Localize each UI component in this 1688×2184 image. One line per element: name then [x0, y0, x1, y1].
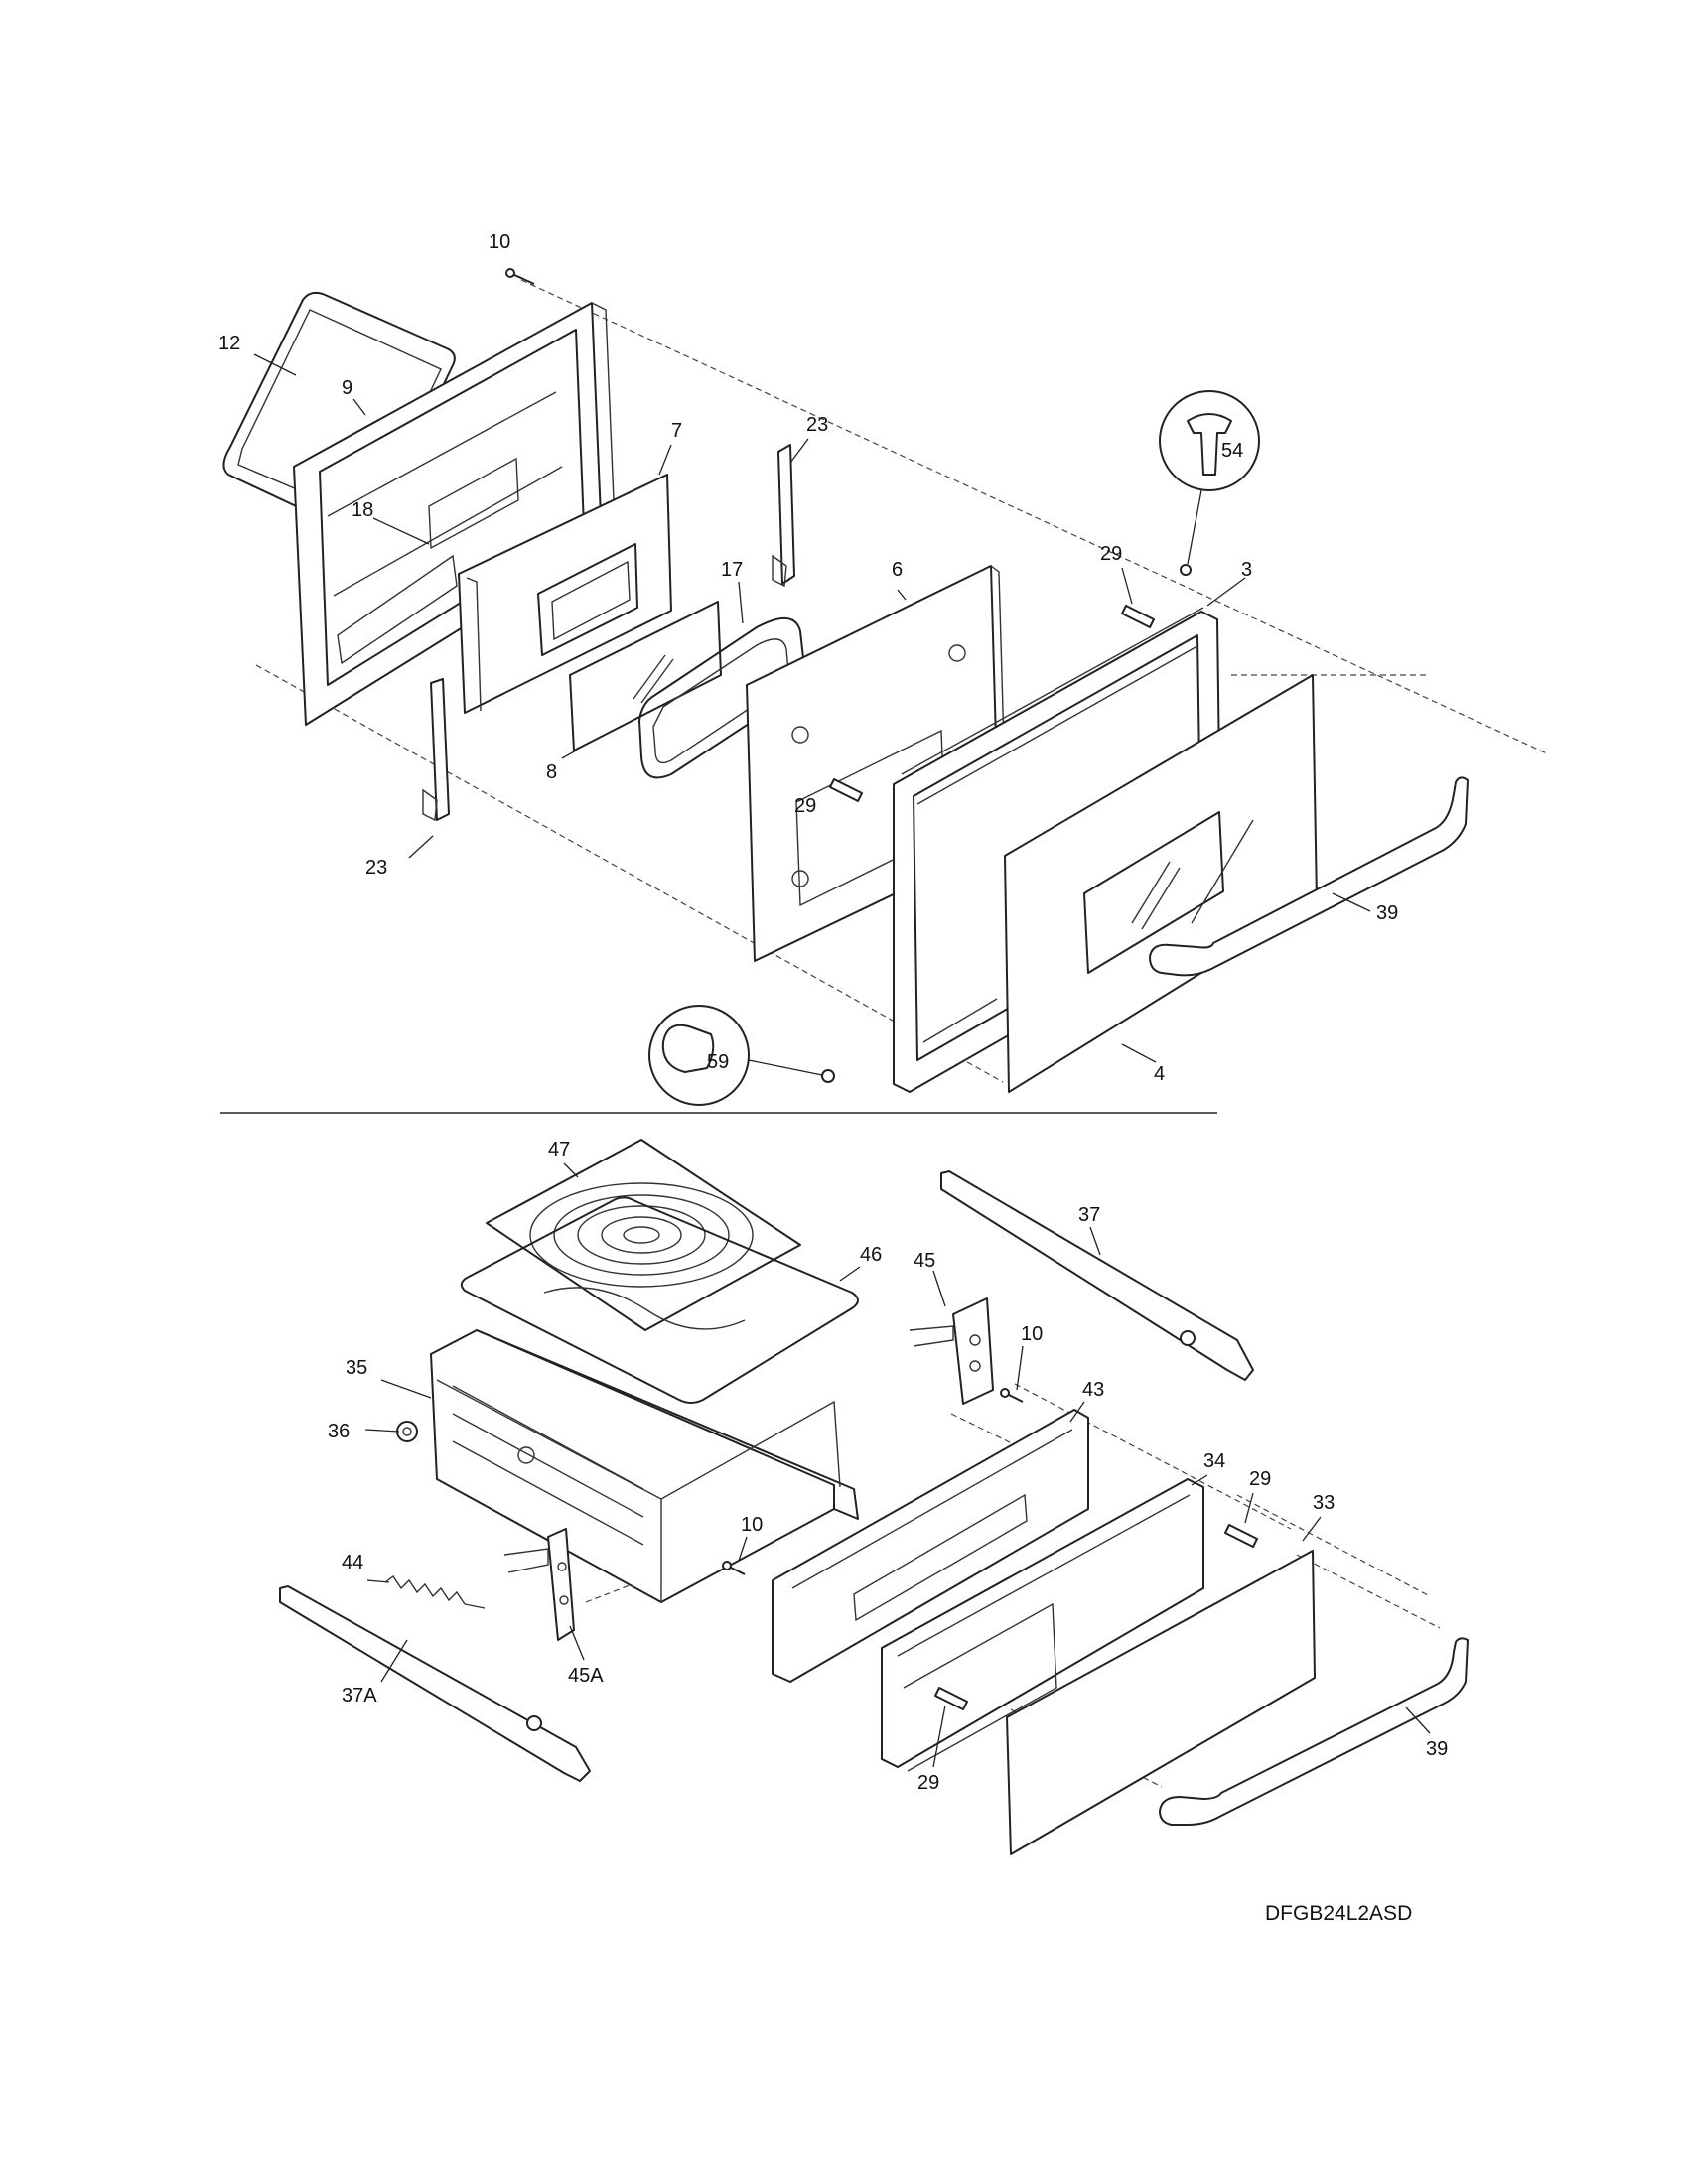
lower-leader-lines	[364, 1162, 1431, 1768]
spacer-29-top[interactable]	[1121, 605, 1155, 628]
callout-10-mid: 10	[1021, 1323, 1043, 1345]
upper-leader-lines	[253, 353, 1371, 1063]
drawer-front-34[interactable]	[881, 1478, 1204, 1772]
callout-33: 33	[1313, 1492, 1335, 1514]
drawer-handle-39-bottom[interactable]	[1159, 1637, 1469, 1826]
callout-46: 46	[860, 1244, 882, 1266]
callout-7: 7	[671, 420, 682, 442]
callout-29-mid: 29	[794, 795, 816, 817]
inner-glass-8[interactable]	[569, 601, 722, 751]
callout-10-low: 10	[741, 1514, 763, 1536]
drawer-bracket-45[interactable]	[909, 1297, 994, 1405]
callout-37: 37	[1078, 1204, 1100, 1226]
callout-9: 9	[342, 377, 352, 399]
screw-10-low[interactable]	[722, 1561, 746, 1575]
screw-54[interactable]	[1159, 390, 1260, 576]
callout-23-top: 23	[806, 414, 828, 436]
drawer-spring-44[interactable]	[384, 1574, 486, 1609]
drawer-slide-rail-37[interactable]	[940, 1170, 1254, 1381]
door-insulation-18[interactable]	[428, 457, 519, 550]
callout-10-top: 10	[489, 231, 510, 253]
drawer-bottom-panel-47[interactable]	[486, 1139, 801, 1331]
callout-23-bottom: 23	[365, 857, 387, 879]
callout-45a: 45A	[568, 1665, 604, 1687]
screw-10-top[interactable]	[505, 268, 535, 285]
drawer-body-35[interactable]	[430, 1329, 859, 1603]
drawer-roller-36[interactable]	[396, 1421, 418, 1442]
model-code: DFGB24L2ASD	[1265, 1902, 1412, 1925]
door-bumper-59[interactable]	[648, 1005, 835, 1106]
drawer-bracket-45a[interactable]	[503, 1528, 575, 1641]
callout-34: 34	[1203, 1450, 1225, 1472]
callout-44: 44	[342, 1552, 363, 1573]
hinge-23-bottom[interactable]	[422, 678, 450, 822]
callout-47: 47	[548, 1139, 570, 1160]
callout-45: 45	[914, 1250, 935, 1272]
callout-17: 17	[721, 559, 743, 581]
callout-12: 12	[218, 333, 240, 354]
upper-callout-labels: 10 12 9 7 18 23 17 6 29 54 3 8 29 23 39 …	[218, 231, 1398, 1085]
drawer-front-frame-43[interactable]	[772, 1409, 1089, 1683]
callout-29-bottom: 29	[917, 1772, 939, 1794]
callout-36: 36	[328, 1421, 350, 1442]
callout-29-top: 29	[1100, 543, 1122, 565]
door-insulation-pack-7[interactable]	[458, 474, 672, 714]
callout-35: 35	[346, 1357, 367, 1379]
callout-3: 3	[1241, 559, 1252, 581]
hinge-23-top[interactable]	[772, 444, 795, 588]
callout-59: 59	[707, 1051, 729, 1073]
callout-4: 4	[1154, 1063, 1165, 1085]
callout-18: 18	[352, 499, 373, 521]
lower-callout-labels: 47 46 37 45 10 43 35 36 34 29 33 10 44 4…	[328, 1139, 1448, 1794]
callout-39-top: 39	[1376, 902, 1398, 924]
outer-door-glass-4[interactable]	[1004, 674, 1318, 1093]
callout-43: 43	[1082, 1379, 1104, 1401]
drawer-slide-rail-37a[interactable]	[279, 1585, 591, 1782]
spacer-29-right[interactable]	[1224, 1524, 1258, 1548]
callout-6: 6	[892, 559, 903, 581]
callout-29-right: 29	[1249, 1468, 1271, 1490]
door-handle-39-top[interactable]	[1149, 776, 1469, 977]
drawer-panel-33[interactable]	[1006, 1550, 1316, 1855]
screw-10-mid[interactable]	[1000, 1388, 1024, 1403]
drawer-liner-46[interactable]	[460, 1196, 859, 1404]
callout-37a: 37A	[342, 1685, 377, 1706]
callout-39-bottom: 39	[1426, 1738, 1448, 1760]
callout-54: 54	[1221, 440, 1243, 462]
callout-8: 8	[546, 761, 557, 783]
spacer-29-mid[interactable]	[829, 778, 863, 802]
spacer-29-bottom[interactable]	[934, 1687, 968, 1710]
